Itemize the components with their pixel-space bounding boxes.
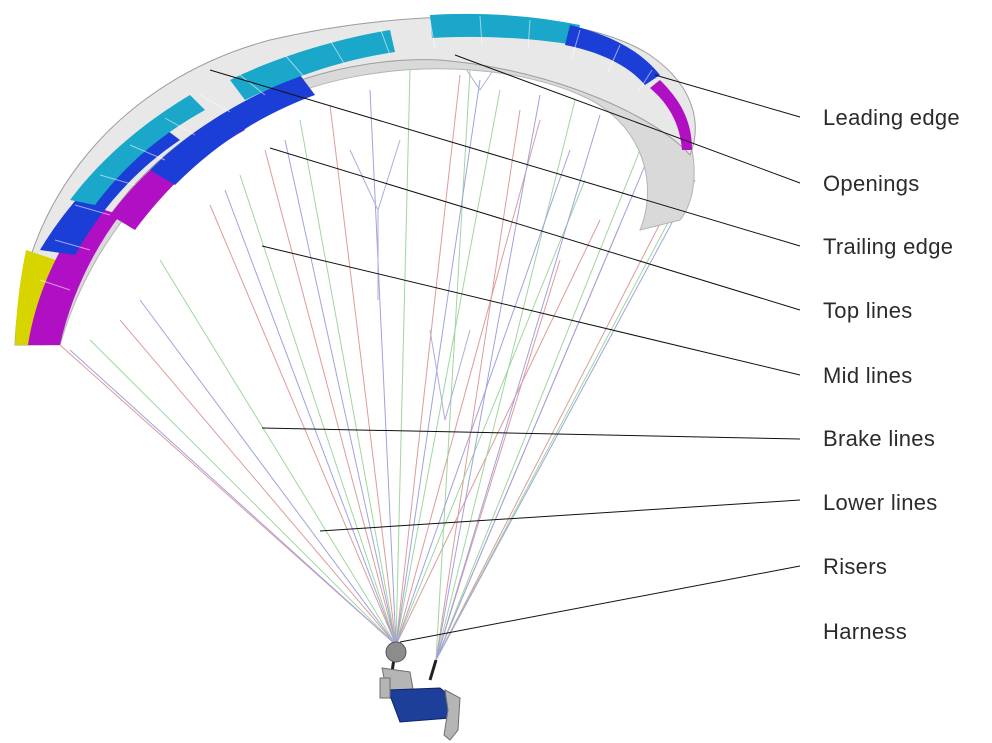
leader-top-lines	[269, 147, 801, 311]
leader-risers	[399, 565, 801, 643]
label-mid-lines: Mid lines	[823, 363, 913, 388]
panel-magenta-left	[28, 205, 120, 345]
leader-lines	[209, 54, 801, 643]
label-risers: Risers	[823, 554, 888, 579]
panel-blue-right	[565, 25, 660, 85]
leader-mid-lines	[261, 245, 801, 376]
riser-right	[428, 659, 438, 681]
panel-blue-left	[40, 125, 180, 255]
pilot-legs	[443, 689, 461, 741]
canopy	[14, 13, 696, 346]
panel-magenta-right	[650, 80, 692, 150]
label-top-lines: Top lines	[823, 298, 913, 323]
pilot-helmet	[385, 641, 407, 663]
suspension-lines	[59, 59, 696, 661]
green-lines	[89, 69, 681, 661]
label-harness: Harness	[823, 619, 908, 644]
label-openings: Openings	[823, 171, 920, 196]
pilot-harness	[379, 641, 461, 741]
leader-leading-edge	[654, 74, 801, 118]
panel-cyan-mid	[230, 30, 395, 100]
label-leading-edge: Leading edge	[823, 105, 960, 130]
leader-lower-lines	[319, 499, 801, 532]
label-lower-lines: Lower lines	[823, 490, 938, 515]
leader-openings	[454, 54, 801, 184]
panel-blue-mid	[150, 75, 315, 185]
pilot-arm	[379, 677, 391, 699]
panel-cyan-left	[70, 95, 205, 205]
label-trailing-edge: Trailing edge	[823, 234, 954, 259]
leader-brake-lines	[261, 427, 801, 440]
canopy-ribs	[39, 15, 653, 291]
panel-cyan-right	[430, 13, 580, 45]
blue-lines	[69, 79, 696, 661]
harness-seat	[387, 687, 456, 723]
label-brake-lines: Brake lines	[823, 426, 936, 451]
leader-trailing-edge	[209, 69, 801, 247]
